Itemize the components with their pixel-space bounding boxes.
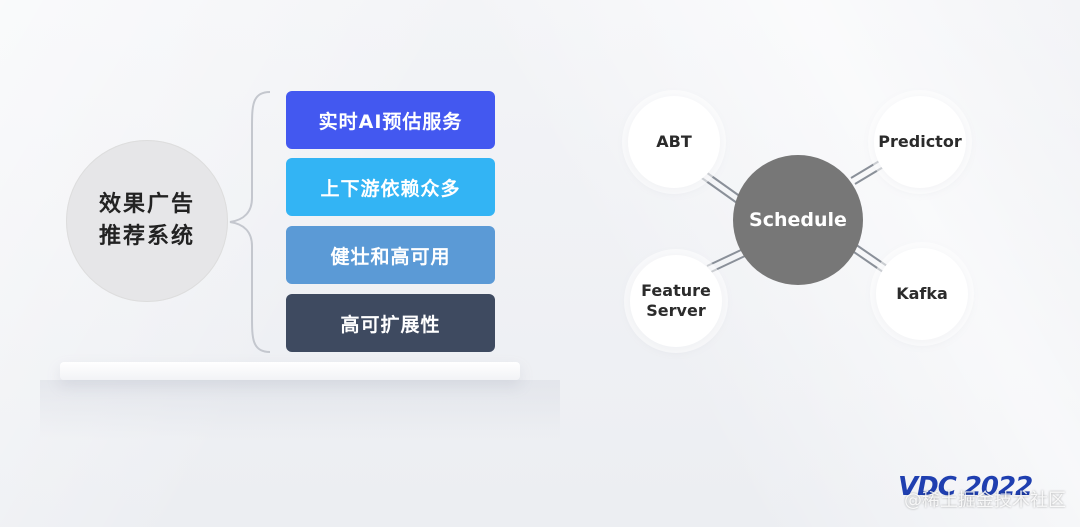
vdc-logo: VDC 2022 @稀土掘金技术社区 [898,472,1066,512]
feature-label: 上下游依赖众多 [320,177,461,200]
node-abt: ABT [628,96,720,188]
node-schedule: Schedule [733,155,863,285]
main-topic-circle: 效果广告 推荐系统 [66,140,228,302]
feature-label: 高可扩展性 [340,313,441,336]
feature-label: 实时AI预估服务 [318,110,463,133]
connector-predictor [854,165,886,185]
watermark: @稀土掘金技术社区 [904,490,1066,511]
connector-abt [702,169,742,198]
node-feature-server: Feature Server [630,255,722,347]
shelf-shadow [40,380,560,440]
feature-box-robust: 健壮和高可用 [286,226,495,284]
node-schedule-label: Schedule [749,209,847,231]
connector-abt [698,175,738,204]
main-topic-line2: 推荐系统 [98,224,195,249]
node-kafka: Kafka [876,248,968,340]
node-feature-server-line2: Server [646,301,706,320]
connector-feature [710,255,746,273]
brace [229,91,271,353]
node-predictor: Predictor [874,96,966,188]
feature-label: 健壮和高可用 [330,245,451,268]
vdc-logo-text: VDC 2022 [898,472,1033,502]
node-predictor-label: Predictor [878,132,962,151]
main-topic-line1: 效果广告 [98,192,195,217]
feature-box-realtime-ai: 实时AI预估服务 [286,91,495,149]
connector-kafka [850,249,884,273]
connector-kafka [854,243,888,267]
connector-predictor [850,159,882,179]
feature-box-scalable: 高可扩展性 [286,294,495,352]
node-kafka-label: Kafka [896,284,948,303]
feature-box-dependencies: 上下游依赖众多 [286,158,495,216]
connector-feature [706,249,742,267]
node-abt-label: ABT [656,132,692,151]
shelf [60,362,520,380]
node-feature-server-line1: Feature [641,281,711,300]
